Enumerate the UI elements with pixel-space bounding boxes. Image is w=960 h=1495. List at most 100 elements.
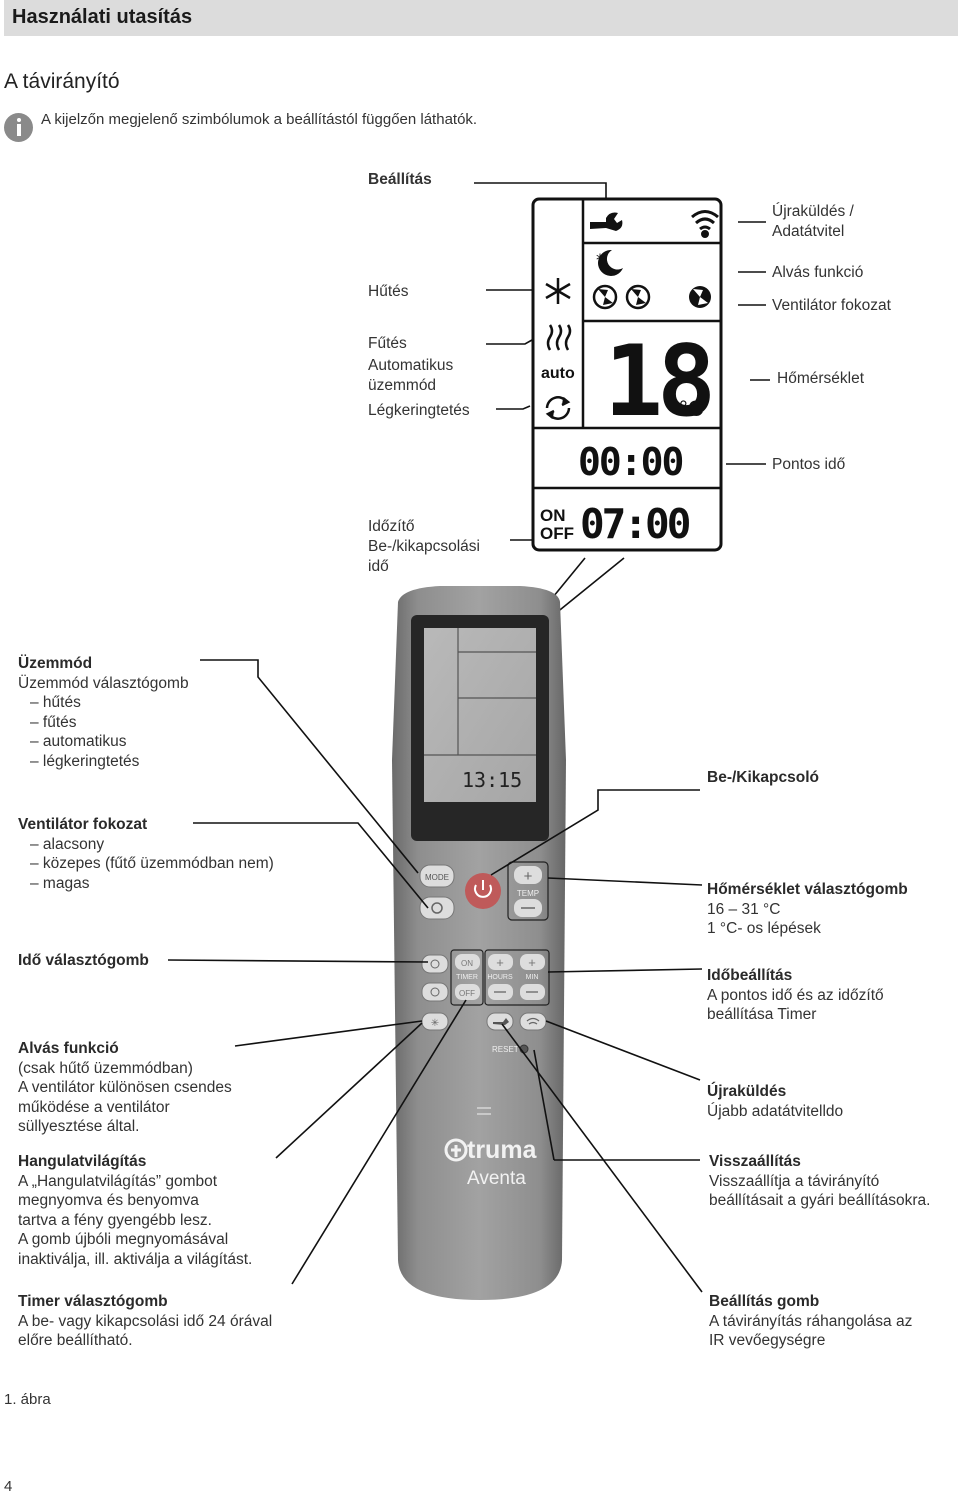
circulation-icon	[545, 396, 571, 420]
brand-name: truma	[467, 1136, 538, 1164]
temp-select-title: Hőmérséklet választógomb	[707, 881, 908, 898]
time-setting-description: Időbeállítás A pontos idő és az időzítő …	[707, 966, 884, 1025]
lcd-temp-unit: °C	[679, 396, 704, 421]
reset-line: beállításait a gyári beállításokra.	[709, 1192, 931, 1209]
fan-line: – közepes (fűtő üzemmódban nem)	[30, 855, 274, 872]
page-header-title: Használati utasítás	[12, 6, 193, 28]
mood-light-line: inaktiválja, ill. aktiválja a világítást…	[18, 1250, 253, 1268]
model-name: Aventa	[467, 1168, 526, 1189]
sleep-title: Alvás funkció	[18, 1040, 119, 1057]
svg-text:*: *	[596, 250, 604, 269]
header-bar: Használati utasítás	[4, 0, 958, 36]
mood-light-line: megnyomva és benyomva	[18, 1192, 199, 1209]
remote-control: 13:15 MODE + TEMP	[392, 586, 566, 1300]
label-cooling: Hűtés	[368, 283, 409, 300]
mode-title: Üzemmód	[18, 655, 93, 672]
mode-line: – automatikus	[30, 733, 127, 750]
label-temperature: Hőmérséklet	[777, 370, 864, 387]
figure-caption: 1. ábra	[4, 1391, 51, 1408]
mode-line: – légkeringtetés	[30, 752, 140, 770]
timer-select-title: Timer választógomb	[18, 1293, 168, 1310]
temp-select-line: 16 – 31 °C	[707, 900, 781, 918]
hours-up-button[interactable]	[488, 954, 513, 970]
min-up-button[interactable]	[520, 954, 545, 970]
clock-button[interactable]	[421, 954, 449, 974]
power-title: Be-/Kikapcsoló	[707, 769, 819, 786]
setting-button-description: Beállítás gomb A távirányítás ráhangolás…	[709, 1292, 912, 1351]
lcd-clock: 00:00	[578, 440, 683, 484]
time-select-description: Idő választógomb	[18, 951, 149, 971]
timer-label: TIMER	[456, 974, 478, 981]
timer-select-description: Timer választógomb A be- vagy kikapcsolá…	[18, 1292, 272, 1351]
svg-text:+: +	[528, 955, 536, 970]
temp-buttons: + TEMP	[507, 861, 549, 921]
reset-description: Visszaállítás Visszaállítja a távirányít…	[709, 1152, 930, 1211]
timer-buttons: ON TIMER OFF	[450, 949, 484, 1006]
timer-on-button[interactable]	[455, 954, 480, 970]
setting-button[interactable]	[486, 1012, 514, 1031]
temp-select-description: Hőmérséklet választógomb 16 – 31 °C 1 °C…	[707, 880, 908, 939]
remote-screen-clock: 13:15	[462, 768, 522, 792]
mode-description: Üzemmód Üzemmód választógomb – hűtés – f…	[18, 654, 189, 771]
label-resend-line2: Adatátvitel	[772, 223, 845, 240]
setting-button-title: Beállítás gomb	[709, 1293, 820, 1310]
label-air-circulation: Légkeringtetés	[368, 402, 470, 419]
time-setting-line: beállítása Timer	[707, 1006, 817, 1023]
label-auto-mode-line1: Automatikus	[368, 357, 454, 374]
time-setting-title: Időbeállítás	[707, 967, 793, 984]
wrench-icon	[590, 212, 623, 231]
time-select-title: Idő választógomb	[18, 952, 149, 969]
lcd-timer-off: OFF	[540, 524, 574, 543]
sleep-line: süllyesztése által.	[18, 1118, 140, 1135]
sleep-description: Alvás funkció (csak hűtő üzemmódban) A v…	[18, 1039, 232, 1137]
power-description: Be-/Kikapcsoló	[707, 768, 819, 788]
mood-light-title: Hangulatvilágítás	[18, 1153, 147, 1170]
power-button[interactable]	[465, 873, 501, 909]
timer-off-label: OFF	[459, 989, 475, 998]
fan-speed-button[interactable]	[419, 896, 455, 920]
label-resend-line1: Újraküldés /	[772, 203, 854, 220]
temp-up-button[interactable]	[514, 866, 542, 884]
reset-line: Visszaállítja a távirányító	[709, 1172, 880, 1190]
heating-icon	[546, 324, 572, 351]
mood-light-line: tartva a fény gyengébb lesz.	[18, 1211, 212, 1229]
svg-text:✳: ✳	[431, 1018, 439, 1029]
label-timer-line3: idő	[368, 558, 389, 575]
fan-line: – magas	[30, 874, 90, 892]
resend-description: Újraküldés Újabb adatátvitelldo	[707, 1082, 843, 1121]
mood-light-button[interactable]: ✳	[421, 1012, 449, 1031]
fan-line: – alacsony	[30, 835, 105, 853]
setting-button-line: IR vevőegységre	[709, 1332, 826, 1349]
mode-button[interactable]: MODE	[419, 864, 455, 888]
sleep-line: A ventilátor különösen csendes	[18, 1079, 232, 1096]
timer-on-label: ON	[461, 959, 473, 968]
remote-leader-lines	[167, 659, 703, 1293]
fan-title: Ventilátor fokozat	[18, 816, 148, 833]
mood-light-line: A „Hangulatvilágítás” gombot	[18, 1172, 218, 1190]
resend-line: Újabb adatátvitelldo	[707, 1102, 844, 1120]
setting-button-line: A távirányítás ráhangolása az	[709, 1312, 913, 1330]
lcd-timer-value: 07:00	[580, 500, 690, 548]
resend-title: Újraküldés	[707, 1083, 787, 1100]
resend-button[interactable]	[519, 1012, 547, 1031]
hours-label: HOURS	[487, 974, 513, 981]
mode-line: Üzemmód választógomb	[18, 674, 189, 692]
mode-line: – fűtés	[30, 713, 77, 731]
timer-select-line: A be- vagy kikapcsolási idő 24 órával	[18, 1312, 273, 1330]
sleep-line: (csak hűtő üzemmódban)	[18, 1059, 193, 1077]
fan-description: Ventilátor fokozat – alacsony – közepes …	[18, 815, 274, 893]
label-setting: Beállítás	[368, 171, 432, 188]
temp-label: TEMP	[517, 889, 539, 898]
timer-select-line: előre beállítható.	[18, 1332, 133, 1349]
truma-logo: truma	[444, 1136, 538, 1164]
label-auto-mode-line2: üzemmód	[368, 377, 437, 394]
label-timer-line1: Időzítő	[368, 518, 415, 535]
moon-button[interactable]	[421, 982, 449, 1002]
fan-icon	[592, 284, 711, 310]
timer-off-button[interactable]	[455, 984, 480, 1000]
lcd-timer-on: ON	[540, 506, 566, 525]
min-label: MIN	[526, 974, 539, 981]
label-heating: Fűtés	[368, 335, 407, 352]
reset-label: RESET	[492, 1045, 519, 1054]
